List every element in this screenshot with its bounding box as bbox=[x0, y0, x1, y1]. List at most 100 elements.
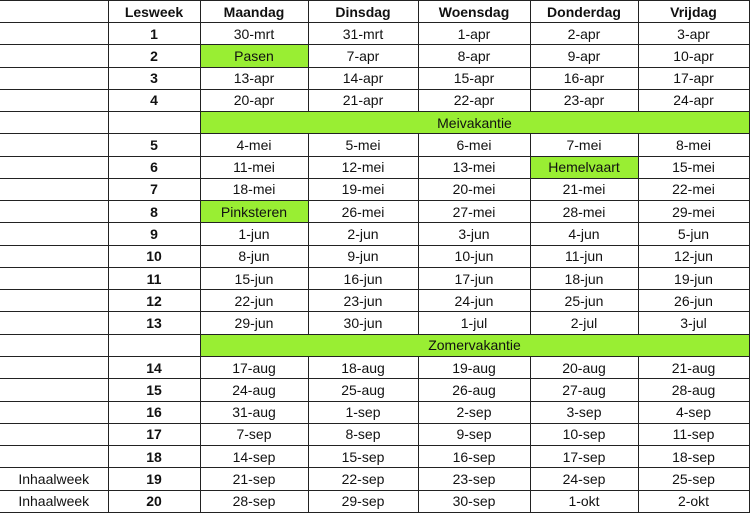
date-cell: 24-aug bbox=[199, 378, 309, 402]
date-cell: 15-jun bbox=[199, 266, 309, 291]
date-cell: 7-sep bbox=[199, 422, 309, 447]
date-cell: 8-sep bbox=[307, 422, 419, 447]
vacation-row: Meivakantie bbox=[0, 111, 750, 135]
week-number: 8 bbox=[107, 200, 201, 224]
date-cell: 22-jun bbox=[199, 289, 309, 313]
date-cell: 15-sep bbox=[307, 445, 419, 469]
week-number: 14 bbox=[107, 355, 201, 380]
date-cell: 21-sep bbox=[199, 467, 309, 491]
date-cell: 25-jun bbox=[529, 289, 639, 313]
week-number: 18 bbox=[107, 445, 201, 469]
note-cell bbox=[0, 21, 109, 46]
week-number: 7 bbox=[107, 177, 201, 202]
header-maandag: Maandag bbox=[199, 0, 309, 23]
date-cell: 18-aug bbox=[307, 355, 419, 380]
week-number: 20 bbox=[107, 489, 201, 514]
date-cell: 29-jun bbox=[199, 311, 309, 335]
note-cell bbox=[0, 266, 109, 291]
date-cell: 10-apr bbox=[637, 44, 750, 68]
date-cell: 5-mei bbox=[307, 133, 419, 157]
date-cell: 28-aug bbox=[637, 378, 750, 402]
date-cell: 29-sep bbox=[307, 489, 419, 514]
date-cell: 1-okt bbox=[529, 489, 639, 514]
note-cell bbox=[0, 355, 109, 380]
date-cell: 31-aug bbox=[199, 400, 309, 424]
date-cell: 26-mei bbox=[307, 200, 419, 224]
note-cell bbox=[0, 311, 109, 335]
date-cell: 13-mei bbox=[417, 155, 531, 179]
date-cell: 16-sep bbox=[417, 445, 531, 469]
week-number: 4 bbox=[107, 88, 201, 113]
vacation-label: Zomervakantie bbox=[199, 333, 750, 357]
date-cell: 11-jun bbox=[529, 244, 639, 268]
date-cell: 14-sep bbox=[199, 445, 309, 469]
date-cell: 31-mrt bbox=[307, 21, 419, 46]
date-cell: 24-apr bbox=[637, 88, 750, 113]
date-cell: 22-apr bbox=[417, 88, 531, 113]
date-cell: 28-sep bbox=[199, 489, 309, 514]
date-cell: 22-mei bbox=[637, 177, 750, 202]
note-cell: Inhaalweek bbox=[0, 489, 109, 514]
note-cell bbox=[0, 378, 109, 402]
date-cell: 21-apr bbox=[307, 88, 419, 113]
date-cell: 1-sep bbox=[307, 400, 419, 424]
date-cell: 17-aug bbox=[199, 355, 309, 380]
date-cell: 2-sep bbox=[417, 400, 531, 424]
holiday-cell: Pasen bbox=[199, 44, 309, 68]
note-cell bbox=[0, 133, 109, 157]
date-cell: 1-jun bbox=[199, 222, 309, 246]
note-cell bbox=[0, 88, 109, 113]
date-cell: 20-mei bbox=[417, 177, 531, 202]
week-number: 17 bbox=[107, 422, 201, 447]
week-number: 2 bbox=[107, 44, 201, 68]
date-cell: 17-sep bbox=[529, 445, 639, 469]
week-number: 15 bbox=[107, 378, 201, 402]
date-cell: 10-jun bbox=[417, 244, 531, 268]
date-cell: 4-mei bbox=[199, 133, 309, 157]
date-cell: 23-sep bbox=[417, 467, 531, 491]
date-cell: 22-sep bbox=[307, 467, 419, 491]
date-cell: 7-mei bbox=[529, 133, 639, 157]
date-cell: 24-jun bbox=[417, 289, 531, 313]
week-number: 13 bbox=[107, 311, 201, 335]
date-cell: 18-jun bbox=[529, 266, 639, 291]
date-cell: 1-apr bbox=[417, 21, 531, 46]
date-cell: 21-mei bbox=[529, 177, 639, 202]
date-cell: 23-jun bbox=[307, 289, 419, 313]
date-cell: 14-apr bbox=[307, 66, 419, 90]
date-cell: 15-mei bbox=[637, 155, 750, 179]
date-cell: 17-apr bbox=[637, 66, 750, 90]
date-cell: 8-jun bbox=[199, 244, 309, 268]
date-cell: 3-sep bbox=[529, 400, 639, 424]
date-cell: 20-apr bbox=[199, 88, 309, 113]
week-number: 1 bbox=[107, 21, 201, 46]
date-cell: 4-jun bbox=[529, 222, 639, 246]
vacation-label: Meivakantie bbox=[199, 111, 750, 135]
date-cell: 12-jun bbox=[637, 244, 750, 268]
week-cell bbox=[107, 111, 201, 135]
week-number: 19 bbox=[107, 467, 201, 491]
date-cell: 21-aug bbox=[637, 355, 750, 380]
date-cell: 30-jun bbox=[307, 311, 419, 335]
header-dinsdag: Dinsdag bbox=[307, 0, 419, 23]
date-cell: 2-okt bbox=[637, 489, 750, 514]
date-cell: 8-apr bbox=[417, 44, 531, 68]
date-cell: 1-jul bbox=[417, 311, 531, 335]
date-cell: 7-apr bbox=[307, 44, 419, 68]
date-cell: 27-mei bbox=[417, 200, 531, 224]
header-donderdag: Donderdag bbox=[529, 0, 639, 23]
note-cell bbox=[0, 111, 109, 135]
